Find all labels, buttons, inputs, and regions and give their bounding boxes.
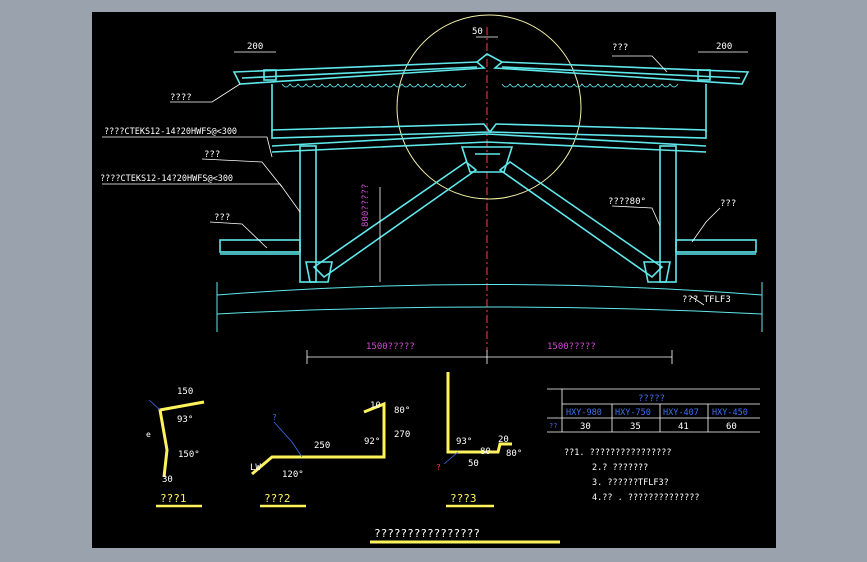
spec-table (547, 388, 760, 433)
d2-dim-lw: LW (250, 463, 261, 473)
d1-dim-93: 93° (177, 415, 193, 425)
d2-dim-80: 80° (394, 406, 410, 416)
bottom-label: ??? TFLF3 (682, 295, 731, 305)
dimensions (234, 36, 748, 364)
leaders (102, 55, 721, 306)
d3-dim-93: 93° (456, 437, 472, 447)
d2-dim-q: ? (272, 413, 277, 422)
span-right: 1500????? (547, 342, 596, 352)
callout-left-5: ??? (214, 213, 230, 223)
d1-dim-e: e (146, 430, 151, 439)
roof-truss-drawing: 200 200 50 ??? ???? ????CTEKS12-14?20HWF… (100, 14, 763, 544)
d2-dim-120: 120° (282, 470, 304, 480)
callout-top-right: ??? (612, 43, 628, 53)
d2-title: ???2 (264, 492, 291, 505)
callout-right-1: ????80° (608, 197, 646, 207)
dim-left: 200 (247, 42, 263, 52)
d2-dim-250: 250 (314, 441, 330, 451)
structure (219, 53, 757, 283)
detail-circle (396, 14, 582, 200)
drawing-title: ???????????????? (374, 527, 480, 540)
vertical-dim-label: 800????? (361, 184, 371, 227)
callout-right-2: ??? (720, 199, 736, 209)
d3-title: ???3 (450, 492, 477, 505)
table-header-2: HXY-750 (615, 408, 651, 418)
d1-title: ???1 (160, 492, 187, 505)
detail-1-leaders (148, 399, 161, 411)
detail-3-leaders (443, 451, 459, 465)
d3-dim-80: 80 (480, 447, 491, 457)
table-header-4: HXY-450 (712, 408, 748, 418)
table-value-1: 30 (580, 422, 591, 432)
d2-dim-270: 270 (394, 430, 410, 440)
cad-viewport[interactable]: 200 200 50 ??? ???? ????CTEKS12-14?20HWF… (92, 12, 776, 548)
d1-dim-150: 150 (177, 387, 193, 397)
d2-dim-92: 92° (364, 437, 380, 447)
detail-2-leaders (273, 421, 303, 458)
dim-center: 50 (472, 27, 483, 37)
table-title: ????? (638, 394, 665, 404)
d1-dim-30: 30 (162, 475, 173, 485)
callout-left-2: ????CTEKS12-14?20HWFS@<300 (104, 127, 237, 137)
span-left: 1500????? (366, 342, 415, 352)
table-value-4: 60 (726, 422, 737, 432)
callout-left-3: ??? (204, 150, 220, 160)
table-header-1: HXY-980 (566, 408, 602, 418)
d3-dim-50: 50 (468, 459, 479, 469)
note-3: 3. ??????TFLF3? (592, 478, 669, 488)
dim-right: 200 (716, 42, 732, 52)
callout-left-1: ???? (170, 93, 192, 103)
d3-dim-q: ? (436, 463, 441, 472)
d3-dim-80deg: 80° (506, 449, 522, 459)
table-header-3: HXY-407 (663, 408, 699, 418)
detail-2-profile (251, 401, 386, 476)
note-2: 2.? ??????? (592, 463, 648, 473)
note-1: ??1. ???????????????? (564, 448, 671, 458)
table-value-3: 41 (678, 422, 689, 432)
table-row-label: ?? (549, 422, 557, 430)
base-slab (216, 282, 763, 332)
detail-1-profile (158, 400, 205, 478)
d3-dim-20: 20 (498, 435, 509, 445)
d1-dim-150deg: 150° (178, 450, 200, 460)
note-4: 4.?? . ?????????????? (592, 493, 699, 503)
d2-dim-10: 10 (370, 401, 381, 411)
detail-3-profile (446, 372, 512, 454)
callout-left-4: ????CTEKS12-14?20HWFS@<300 (100, 174, 233, 184)
table-value-2: 35 (630, 422, 641, 432)
